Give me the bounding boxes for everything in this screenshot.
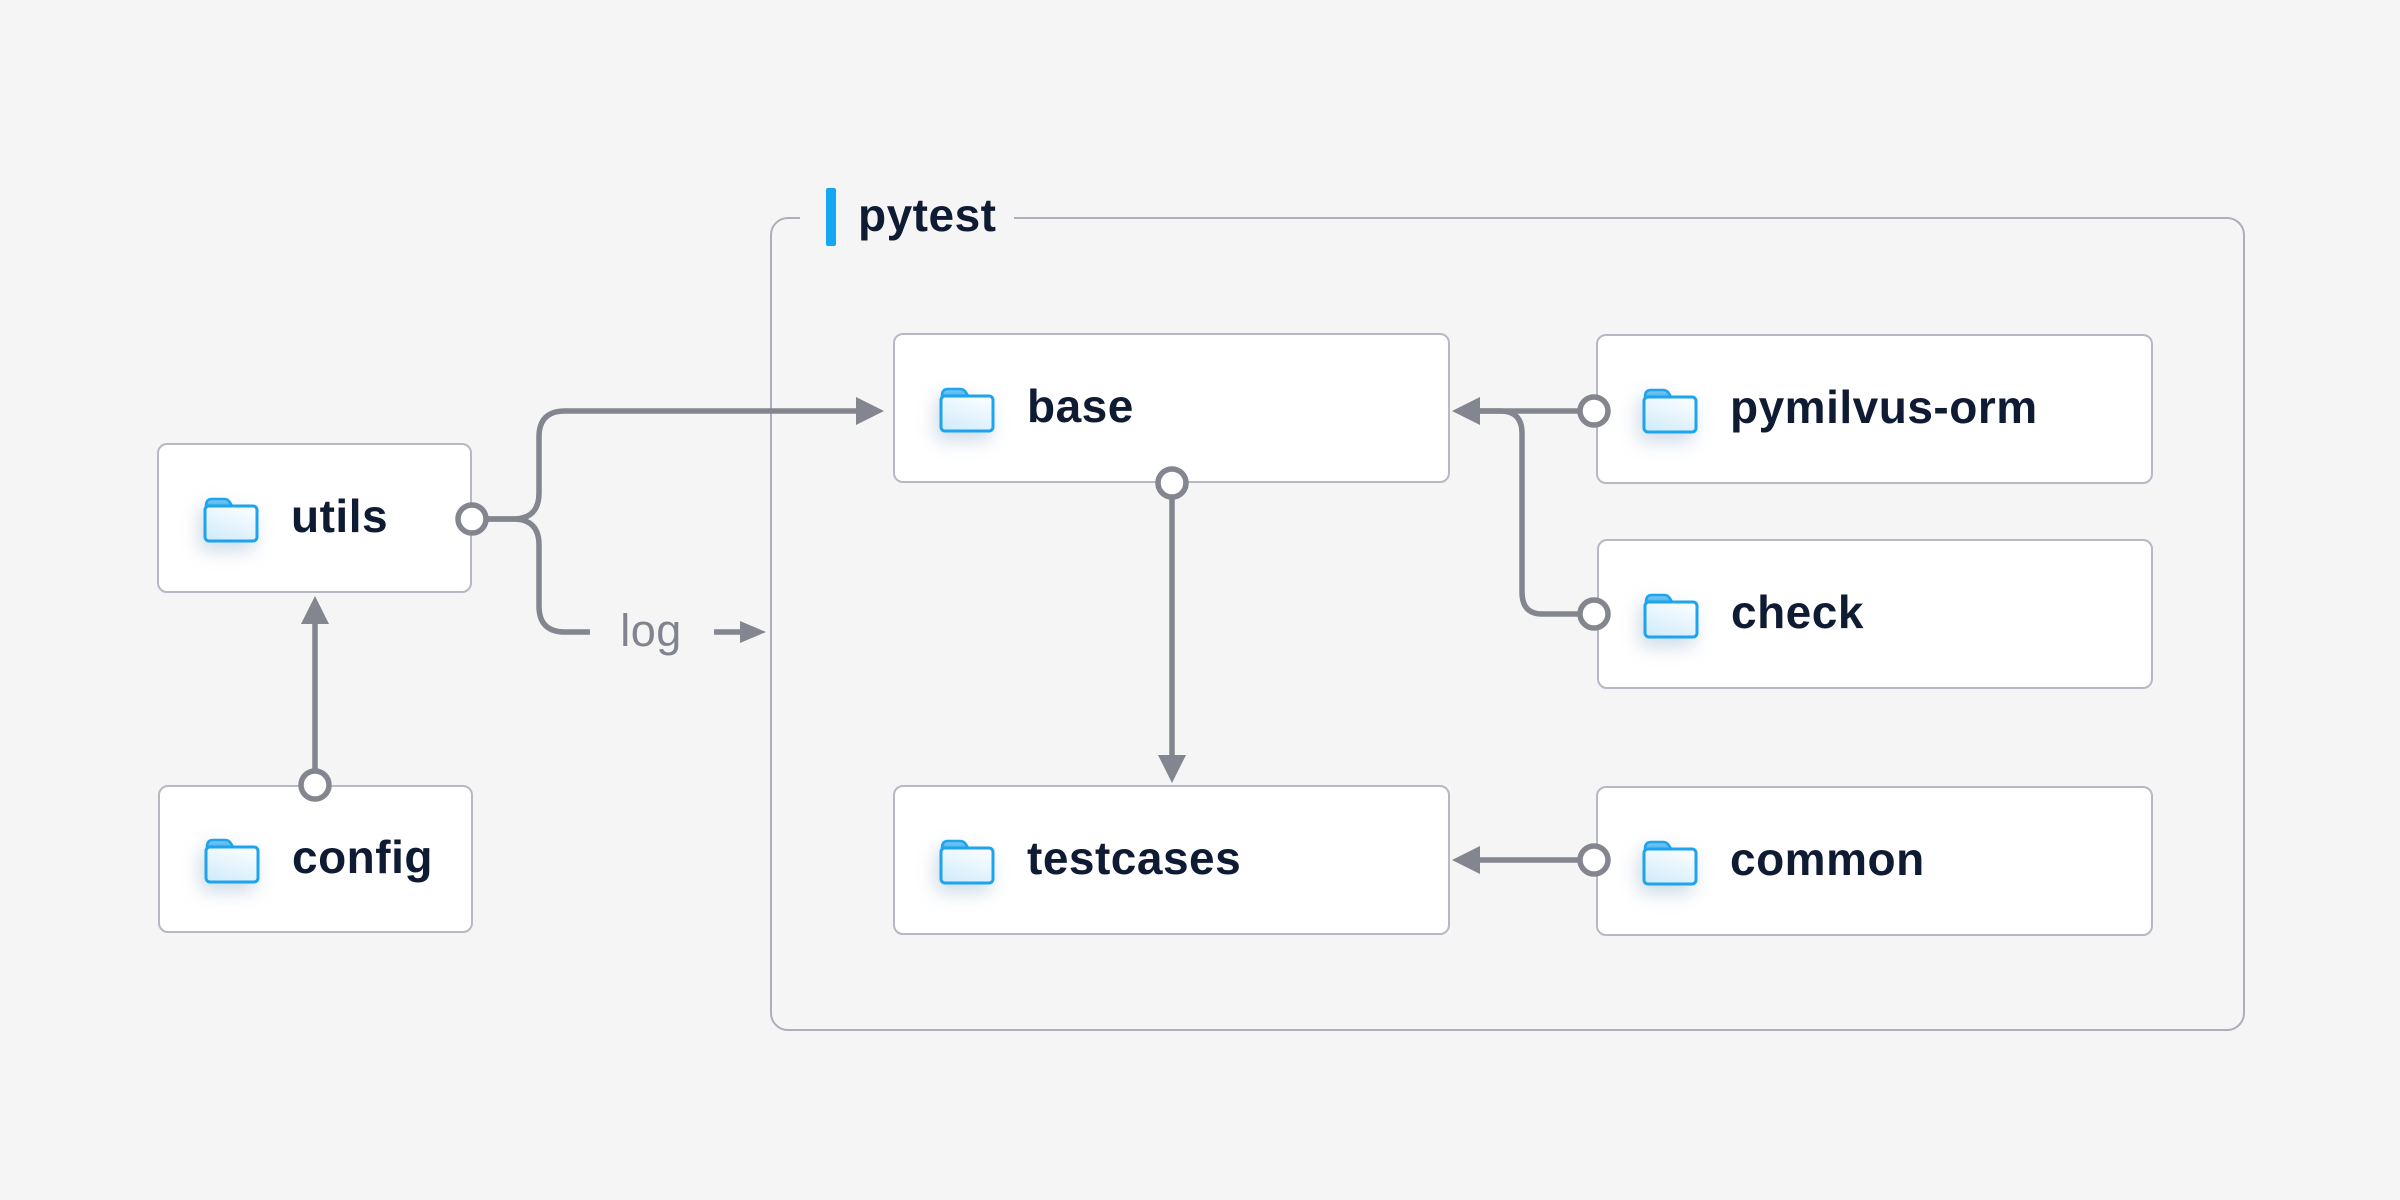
pytest-group-label: pytest bbox=[800, 186, 1015, 248]
node-label: pymilvus-orm bbox=[1730, 381, 2038, 433]
node-pymilvus-orm: pymilvus-orm bbox=[1596, 334, 2153, 484]
edge-config-to-utils bbox=[298, 596, 332, 802]
node-base: base bbox=[893, 333, 1450, 483]
node-utils: utils bbox=[157, 443, 472, 593]
pytest-group-container bbox=[770, 217, 2245, 1031]
node-common: common bbox=[1596, 786, 2153, 936]
node-config: config bbox=[158, 785, 473, 933]
node-check: check bbox=[1597, 539, 2153, 689]
node-label: testcases bbox=[1027, 832, 1242, 884]
node-label: utils bbox=[291, 490, 389, 542]
arrowhead-up-icon bbox=[301, 596, 329, 624]
node-label: check bbox=[1731, 586, 1864, 638]
accent-bar bbox=[826, 188, 836, 246]
folder-icon bbox=[939, 387, 995, 433]
pytest-group-label-text: pytest bbox=[858, 189, 997, 241]
log-arrow-icon bbox=[740, 621, 766, 643]
node-label: common bbox=[1730, 833, 1925, 885]
folder-icon bbox=[204, 838, 260, 884]
folder-icon bbox=[203, 497, 259, 543]
node-label: config bbox=[292, 831, 433, 883]
folder-icon bbox=[1642, 388, 1698, 434]
folder-icon bbox=[939, 839, 995, 885]
node-label: base bbox=[1027, 380, 1134, 432]
folder-icon bbox=[1642, 840, 1698, 886]
edge-label-log: log bbox=[620, 605, 682, 656]
folder-icon bbox=[1643, 593, 1699, 639]
node-testcases: testcases bbox=[893, 785, 1450, 935]
